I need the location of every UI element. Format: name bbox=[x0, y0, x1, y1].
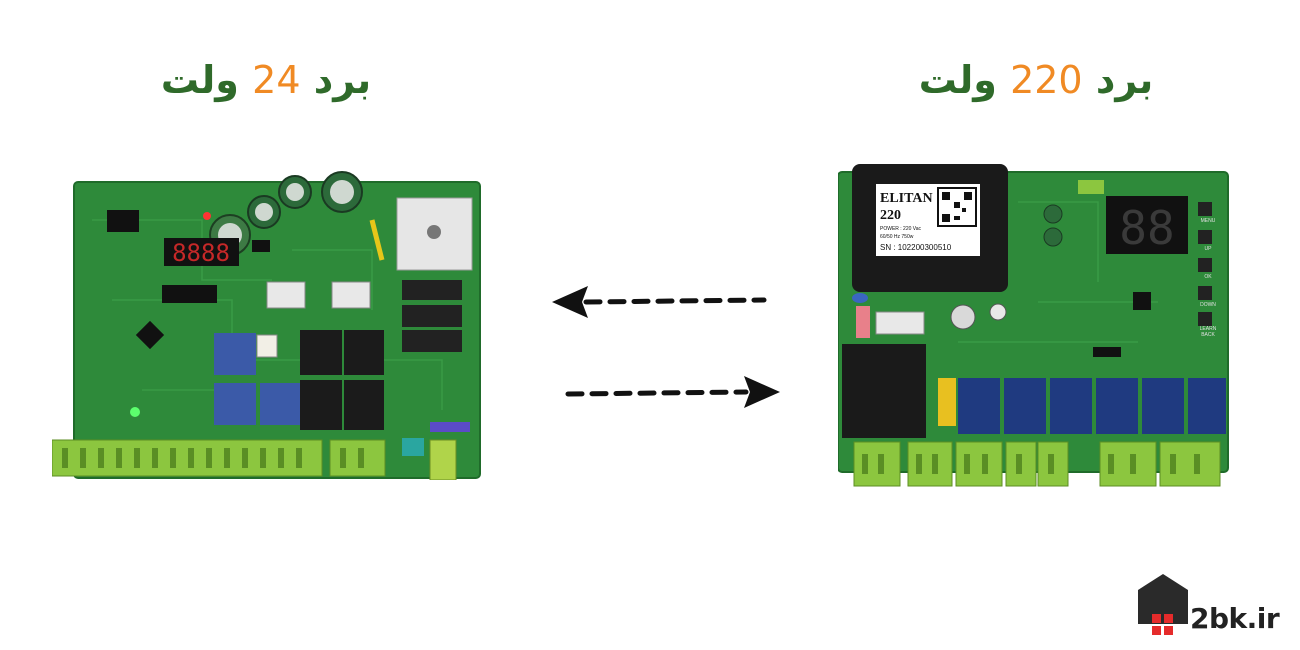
transformer-brand: ELITAN bbox=[880, 191, 933, 206]
display-digits-left: 8888 bbox=[172, 239, 230, 267]
title-word-volt: ولت bbox=[918, 58, 997, 102]
label-up: UP bbox=[1205, 246, 1213, 252]
label-back: BACK bbox=[1201, 332, 1215, 338]
label-down: DOWN bbox=[1200, 302, 1216, 308]
capacitors bbox=[209, 171, 363, 256]
relays-black bbox=[842, 344, 926, 438]
title-word-volt: ولت bbox=[160, 58, 239, 102]
transformer-freq: 60/50 Hz 750w bbox=[880, 234, 914, 240]
board-24-volt-image: 8888 bbox=[52, 171, 481, 480]
relays-blue bbox=[958, 378, 1226, 434]
board-220-volt-image: ELITAN 220 POWER : 220 Vac 60/50 Hz 750w… bbox=[838, 164, 1229, 487]
label-learn: LEARN bbox=[1200, 326, 1217, 332]
transformer-model: 220 bbox=[880, 208, 901, 223]
label-menu: MENU bbox=[1201, 218, 1216, 224]
title-220-volt-board: برد 220 ولت bbox=[836, 58, 1236, 102]
title-number-24: 24 bbox=[252, 58, 301, 102]
transformer-power: POWER : 220 Vac bbox=[880, 226, 922, 232]
title-word-board: برد bbox=[313, 58, 372, 102]
terminal-block-left bbox=[52, 438, 457, 480]
transformer: ELITAN 220 POWER : 220 Vac 60/50 Hz 750w… bbox=[852, 164, 1008, 292]
logo-text[interactable]: 2bk.ir bbox=[1190, 602, 1280, 635]
label-ok: OK bbox=[1204, 274, 1212, 280]
control-buttons bbox=[1198, 202, 1212, 326]
arrow-right-icon bbox=[565, 376, 780, 408]
seven-segment-display bbox=[1106, 196, 1188, 254]
relays-black bbox=[300, 330, 384, 430]
arrow-left-icon bbox=[552, 286, 767, 318]
display-digits-right: 88 bbox=[1119, 201, 1174, 255]
title-word-board: برد bbox=[1095, 58, 1154, 102]
relays-blue bbox=[214, 333, 302, 425]
title-24-volt-board: برد 24 ولت bbox=[66, 58, 466, 102]
qr-code bbox=[937, 187, 977, 227]
title-number-220: 220 bbox=[1010, 58, 1083, 102]
logo-2bk-icon bbox=[1138, 574, 1188, 635]
transformer-sn: SN : 102200300510 bbox=[880, 243, 952, 252]
seven-segment-display bbox=[164, 238, 239, 266]
